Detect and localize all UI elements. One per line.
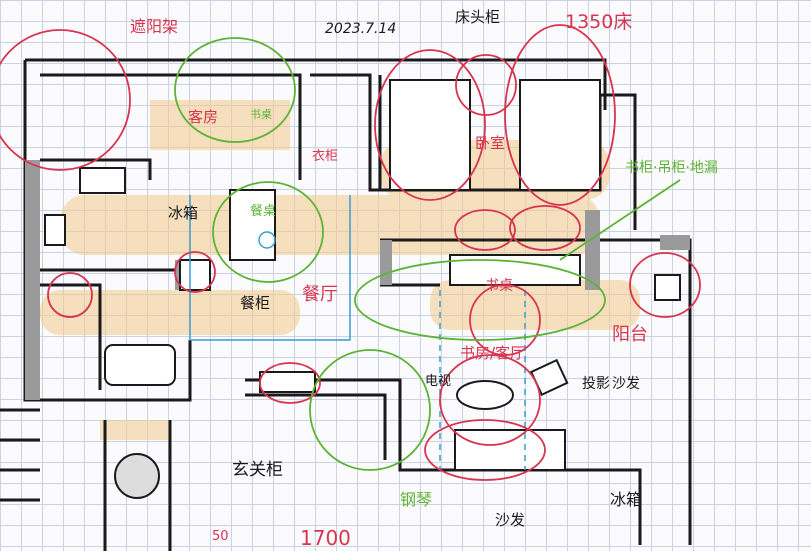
dimension-50: 50 bbox=[212, 529, 229, 544]
label-sunshade-rack: 遮阳架 bbox=[130, 17, 178, 36]
sofa bbox=[454, 429, 566, 471]
dimension-1700: 1700 bbox=[300, 526, 351, 550]
label-study-desk: 书桌 bbox=[485, 278, 513, 294]
label-bed-size: 1350床 bbox=[565, 11, 632, 33]
label-piano: 钢琴 bbox=[400, 490, 432, 509]
label-guest-desk: 书桌 bbox=[250, 108, 272, 121]
label-shelf-note: 书柜·吊柜·地漏 bbox=[625, 160, 718, 176]
furniture bbox=[44, 79, 681, 499]
label-dining-table: 餐桌 bbox=[250, 203, 276, 219]
lighting-lines bbox=[189, 195, 526, 470]
label-sofa-side: 沙发 bbox=[612, 376, 640, 392]
label-study-living: 书房/客厅 bbox=[460, 344, 525, 362]
green-annotations bbox=[174, 37, 681, 471]
study-desk bbox=[449, 254, 581, 286]
label-fridge-top: 冰箱 bbox=[168, 204, 198, 222]
coffee-table bbox=[456, 380, 514, 410]
label-entry-cabinet: 玄关柜 bbox=[232, 460, 283, 480]
label-guest-room: 客房 bbox=[188, 108, 218, 126]
label-dining-room: 餐厅 bbox=[302, 284, 338, 305]
date-note: 2023.7.14 bbox=[325, 21, 396, 37]
wall-fills bbox=[25, 160, 690, 400]
label-projector: 投影 bbox=[582, 376, 610, 392]
label-wardrobe: 衣柜 bbox=[312, 148, 338, 164]
label-sofa: 沙发 bbox=[495, 511, 525, 529]
label-nightstand: 床头柜 bbox=[455, 8, 500, 26]
label-sideboard: 餐柜 bbox=[240, 294, 270, 312]
dining-table bbox=[229, 189, 276, 261]
label-fridge-bottom: 冰箱 bbox=[610, 490, 642, 509]
red-annotations bbox=[0, 24, 701, 481]
label-tv: 电视 bbox=[425, 374, 451, 389]
label-bedroom: 卧室 bbox=[475, 134, 505, 152]
label-balcony: 阳台 bbox=[612, 324, 648, 345]
